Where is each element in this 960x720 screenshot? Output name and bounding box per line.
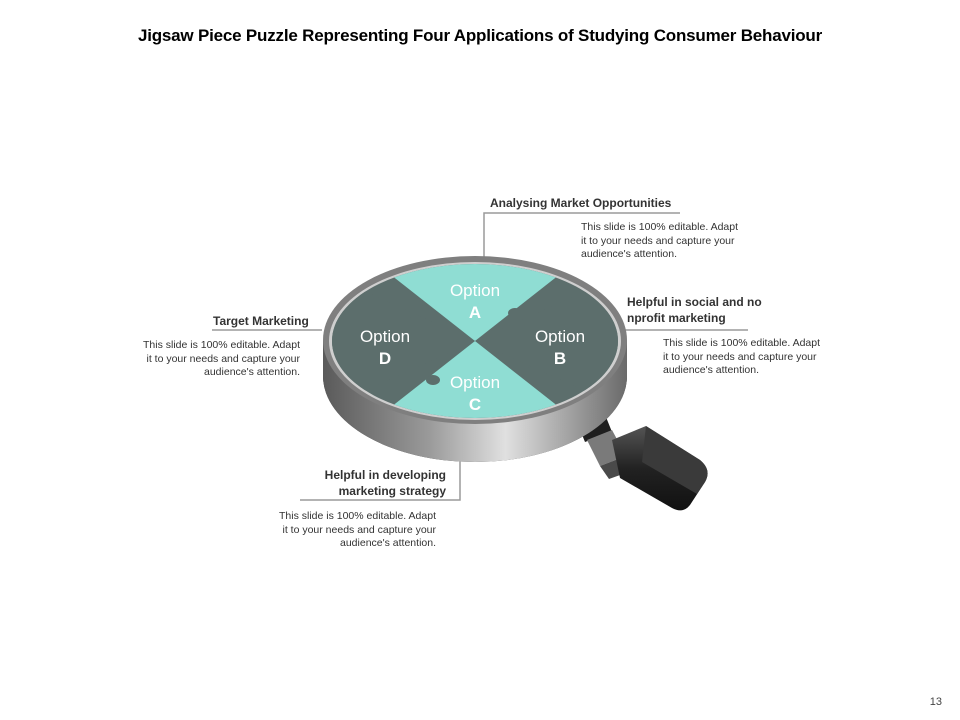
callout-top-body: This slide is 100% editable. Adapt it to… (581, 221, 738, 262)
body-line: This slide is 100% editable. Adapt (581, 221, 739, 233)
body-line: audience's attention. (204, 366, 300, 378)
heading-line: Helpful in developing (324, 468, 446, 482)
body-line: audience's attention. (340, 537, 436, 549)
callout-right-body: This slide is 100% editable. Adapt it to… (663, 337, 820, 378)
connector-lines (212, 212, 748, 501)
option-d-letter: D (379, 349, 391, 368)
callout-top-heading: Analysing Market Opportunities (490, 196, 672, 210)
callout-right-heading: Helpful in social and no nprofit marketi… (627, 294, 762, 326)
heading-line: Helpful in social and no (627, 295, 762, 309)
callout-left-heading: Target Marketing (213, 314, 309, 328)
puzzle-knob (408, 316, 422, 326)
option-a-letter: A (469, 303, 481, 322)
puzzle-piece-d[interactable] (318, 270, 475, 412)
option-c-letter: C (469, 395, 481, 414)
slide-title: Jigsaw Piece Puzzle Representing Four Ap… (137, 26, 823, 45)
body-line: This slide is 100% editable. Adapt (278, 510, 436, 522)
heading-line: marketing strategy (338, 484, 446, 498)
option-c-word: Option (450, 373, 500, 392)
option-b-letter: B (554, 349, 566, 368)
puzzle-knob (508, 308, 522, 318)
option-b-word: Option (535, 327, 585, 346)
option-a-word: Option (450, 281, 500, 300)
body-line: it to your needs and capture your (282, 523, 436, 536)
callout-bottom-body: This slide is 100% editable. Adapt it to… (236, 510, 436, 551)
body-line: This slide is 100% editable. Adapt (142, 339, 300, 351)
body-line: it to your needs and capture your (146, 352, 300, 365)
puzzle-lens (318, 260, 632, 422)
heading-line: nprofit marketing (627, 311, 726, 325)
puzzle-piece-a[interactable] (372, 260, 578, 341)
callout-left-body: This slide is 100% editable. Adapt it to… (100, 339, 300, 380)
option-d-word: Option (360, 327, 410, 346)
puzzle-knob (526, 366, 540, 376)
page-number: 13 (929, 696, 942, 708)
body-line: it to your needs and capture your (663, 350, 817, 363)
body-line: This slide is 100% editable. Adapt (663, 337, 821, 349)
body-line: it to your needs and capture your (581, 234, 735, 247)
body-line: audience's attention. (663, 364, 759, 376)
puzzle-piece-c[interactable] (372, 341, 578, 422)
puzzle-knob (426, 375, 440, 385)
callout-bottom-heading: Helpful in developing marketing strategy (250, 467, 446, 499)
puzzle-piece-b[interactable] (475, 270, 632, 412)
body-line: audience's attention. (581, 248, 677, 260)
